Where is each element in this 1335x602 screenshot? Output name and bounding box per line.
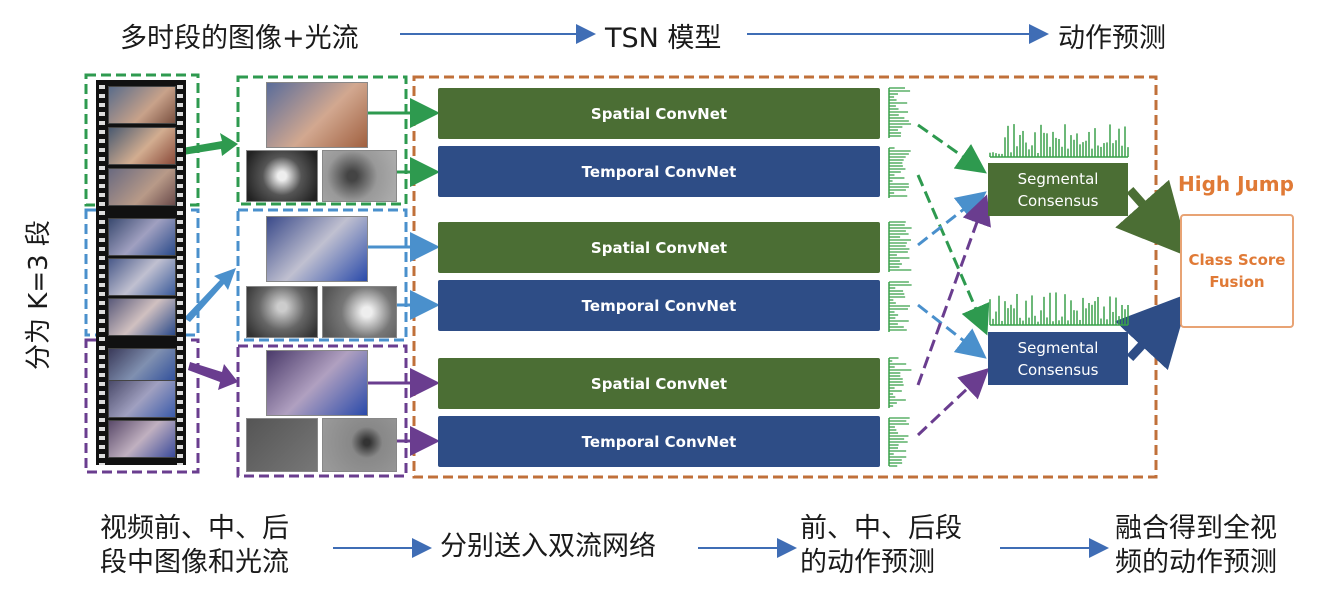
video-frame: [108, 258, 176, 296]
flow-thumbnail-1b: [322, 150, 397, 202]
spatial-convnet-1: Spatial ConvNet: [438, 88, 880, 139]
flow-thumbnail-2b: [322, 286, 397, 338]
bottom-step-3-line1: 前、中、后段: [800, 513, 962, 544]
flow-thumbnail-1a: [246, 150, 318, 202]
flow-thumbnail-3a: [246, 418, 318, 472]
top-step-tsn: TSN 模型: [605, 23, 722, 54]
video-frame: [108, 380, 176, 418]
segmental-consensus-temporal: Segmental Consensus: [988, 332, 1128, 385]
bottom-step-3: 前、中、后段 的动作预测: [800, 512, 962, 580]
video-frame: [108, 298, 176, 336]
video-frame: [108, 218, 176, 256]
class-score-fusion: Class Score Fusion: [1180, 214, 1294, 328]
segment-arrow-2: [184, 268, 236, 322]
spatial-convnet-2: Spatial ConvNet: [438, 222, 880, 273]
consensus-line2: Consensus: [1017, 360, 1099, 379]
temporal-convnet-3: Temporal ConvNet: [438, 416, 880, 467]
segment-box-3: [84, 338, 200, 474]
consensus-line2: Consensus: [1017, 191, 1099, 210]
temporal-convnet-1: Temporal ConvNet: [438, 146, 880, 197]
score-histograms: [888, 87, 1129, 467]
fusion-line1: Class Score: [1188, 251, 1286, 269]
flow-thumbnail-3b: [322, 418, 397, 472]
film-strip: [96, 80, 186, 465]
bottom-step-4: 融合得到全视 频的动作预测: [1115, 512, 1277, 580]
rgb-thumbnail-3: [266, 350, 368, 416]
bottom-step-3-line2: 的动作预测: [800, 547, 935, 578]
bottom-step-2: 分别送入双流网络: [440, 531, 656, 562]
input-box-2: [236, 208, 408, 342]
segmental-consensus-spatial: Segmental Consensus: [988, 163, 1128, 216]
fusion-line2: Fusion: [1209, 273, 1265, 291]
bottom-step-1-line2: 段中图像和光流: [100, 547, 289, 578]
bottom-step-1-line1: 视频前、中、后: [100, 513, 289, 544]
video-frame: [108, 127, 176, 165]
bottom-step-4-line1: 融合得到全视: [1115, 513, 1277, 544]
video-frame: [108, 420, 176, 458]
bottom-step-4-line2: 频的动作预测: [1115, 547, 1277, 578]
consensus-line1: Segmental: [1017, 169, 1099, 188]
temporal-convnet-2: Temporal ConvNet: [438, 280, 880, 331]
video-frame: [108, 86, 176, 124]
rgb-thumbnail-1: [266, 82, 368, 148]
segment-arrow-3: [188, 362, 238, 390]
video-frame: [108, 168, 176, 206]
input-box-3: [236, 344, 408, 478]
spatial-convnet-3: Spatial ConvNet: [438, 358, 880, 409]
flow-thumbnail-2a: [246, 286, 318, 338]
prediction-label: High Jump: [1178, 172, 1294, 196]
top-step-prediction: 动作预测: [1058, 23, 1166, 54]
segment-arrow-1: [182, 133, 238, 156]
bottom-step-1: 视频前、中、后 段中图像和光流: [100, 512, 289, 580]
consensus-line1: Segmental: [1017, 338, 1099, 357]
input-box-1: [236, 75, 408, 206]
rgb-thumbnail-2: [266, 216, 368, 282]
top-step-frames: 多时段的图像+光流: [120, 23, 359, 54]
